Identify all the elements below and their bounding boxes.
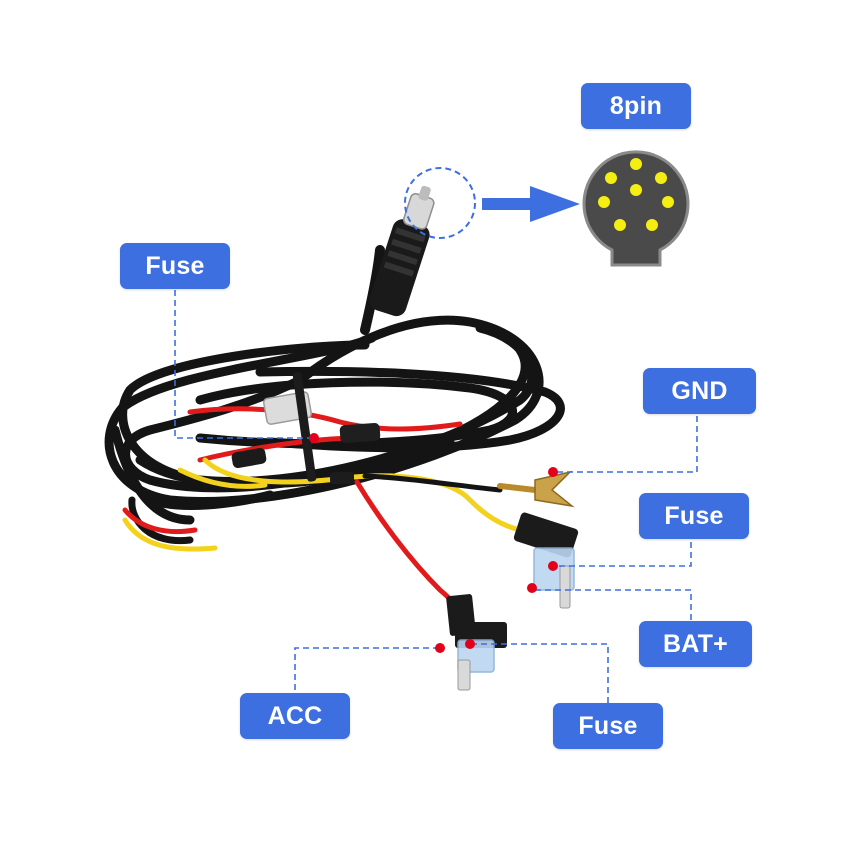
gnd-wire [362,473,503,493]
pin-connector-face [582,150,690,267]
label-gnd: GND [643,368,756,414]
black-cable-coil [104,245,565,545]
label-fuse-bat: Fuse [639,493,749,539]
location-markers [309,433,558,653]
label-8pin: 8pin [581,83,691,129]
junction-black [231,447,267,469]
arrow-icon [482,186,580,222]
cable-plug [369,185,435,317]
cable-tie-2 [330,472,354,484]
label-fuse-acc: Fuse [553,703,663,749]
connector-highlight-circle [404,167,476,239]
label-bat-plus: BAT+ [639,621,752,667]
fuse-tap-acc [446,594,507,691]
label-fuse-inline: Fuse [120,243,230,289]
label-acc: ACC [240,693,350,739]
cable-tie [292,372,317,482]
inline-fuse-holder [339,422,381,444]
fuse-tap-bat [513,512,579,609]
gnd-ring-terminal [497,470,575,508]
